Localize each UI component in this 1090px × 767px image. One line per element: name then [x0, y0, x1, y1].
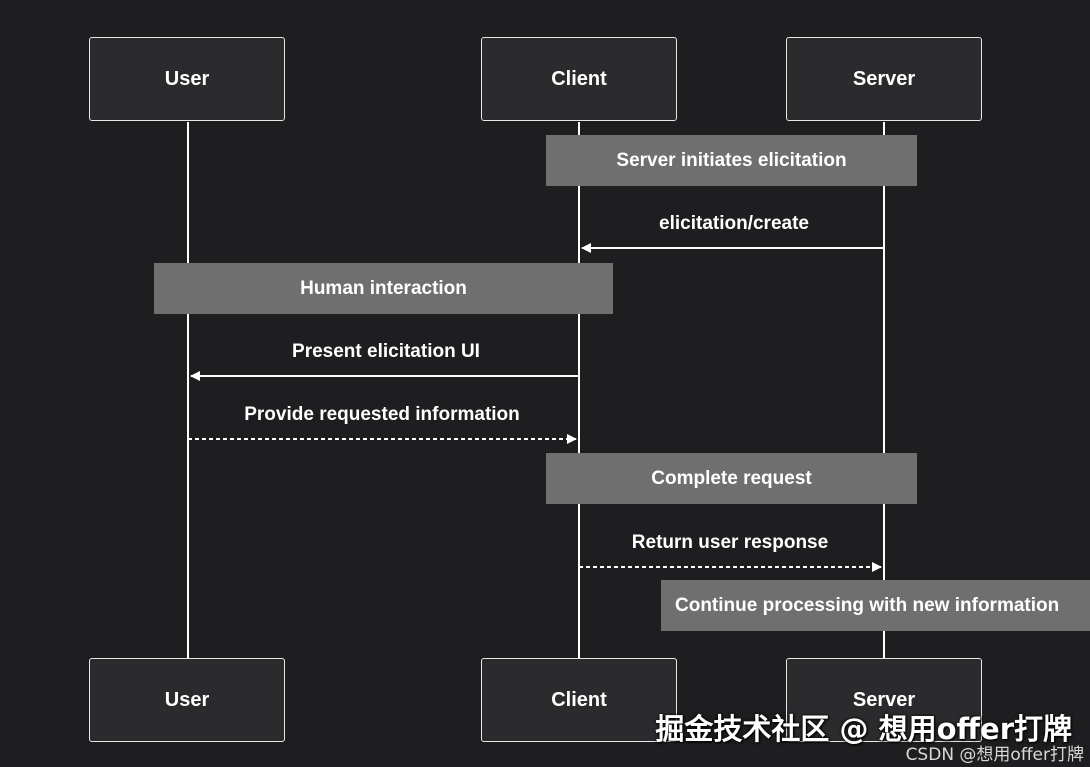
label-return-response: Return user response	[631, 532, 829, 553]
actor-server-label: Server	[852, 67, 916, 90]
note-server-initiates: Server initiates elicitation	[546, 135, 917, 186]
actor-client-label: Client	[551, 67, 607, 90]
watermark-csdn: CSDN @想用offer打牌	[905, 745, 1084, 765]
actor-client-top: Client	[481, 37, 677, 121]
actor-client-bottom: Client	[481, 658, 677, 742]
note-human-interaction: Human interaction	[154, 263, 613, 314]
actor-user-bottom: User	[89, 658, 285, 742]
label-provide-info: Provide requested information	[244, 404, 520, 425]
label-present-ui: Present elicitation UI	[292, 341, 480, 362]
label-elicitation-create: elicitation/create	[659, 213, 809, 234]
actor-server-bottom: Server	[786, 658, 982, 742]
note-complete-request: Complete request	[546, 453, 917, 504]
actor-user-label: User	[164, 67, 210, 90]
note-continue-processing: Continue processing with new information	[661, 580, 1090, 631]
actor-user-label: User	[164, 688, 210, 711]
actor-user-top: User	[89, 37, 285, 121]
actor-server-top: Server	[786, 37, 982, 121]
actor-client-label: Client	[551, 688, 607, 711]
watermark-juejin: 掘金技术社区 @ 想用offer打牌	[655, 712, 1072, 746]
actor-server-label: Server	[852, 688, 916, 711]
